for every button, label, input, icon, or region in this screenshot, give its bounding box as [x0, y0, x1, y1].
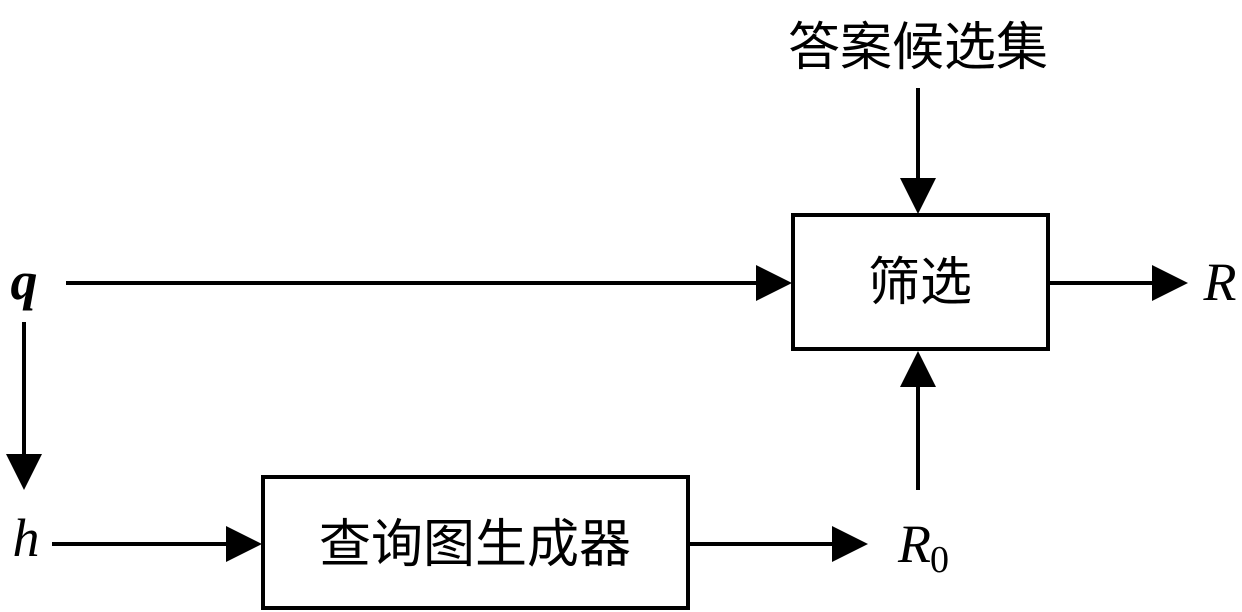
variable-r0-subscript: 0	[930, 539, 949, 581]
query-graph-generator-box	[261, 475, 690, 610]
variable-r: R	[1203, 252, 1237, 312]
variable-h: h	[13, 508, 40, 568]
query-graph-generator-node: 查询图生成器	[261, 475, 690, 610]
arrow-q-to-filter	[66, 265, 792, 301]
query-graph-generator-label: 查询图生成器	[319, 515, 631, 575]
variable-q: q	[11, 251, 38, 311]
variable-r0-main: R	[897, 514, 931, 574]
arrow-h-to-generator	[52, 526, 262, 562]
candidate-set-label: 答案候选集	[788, 18, 1048, 78]
arrow-candidates-to-filter	[900, 88, 936, 214]
arrow-generator-to-r0	[688, 526, 868, 562]
arrow-q-to-h	[6, 322, 42, 490]
arrow-r0-to-filter	[900, 351, 936, 490]
filter-label: 筛选	[868, 253, 972, 313]
arrow-filter-to-r	[1048, 265, 1188, 301]
filter-node: 筛选	[791, 213, 1050, 351]
variable-r0: R 0	[897, 514, 949, 581]
